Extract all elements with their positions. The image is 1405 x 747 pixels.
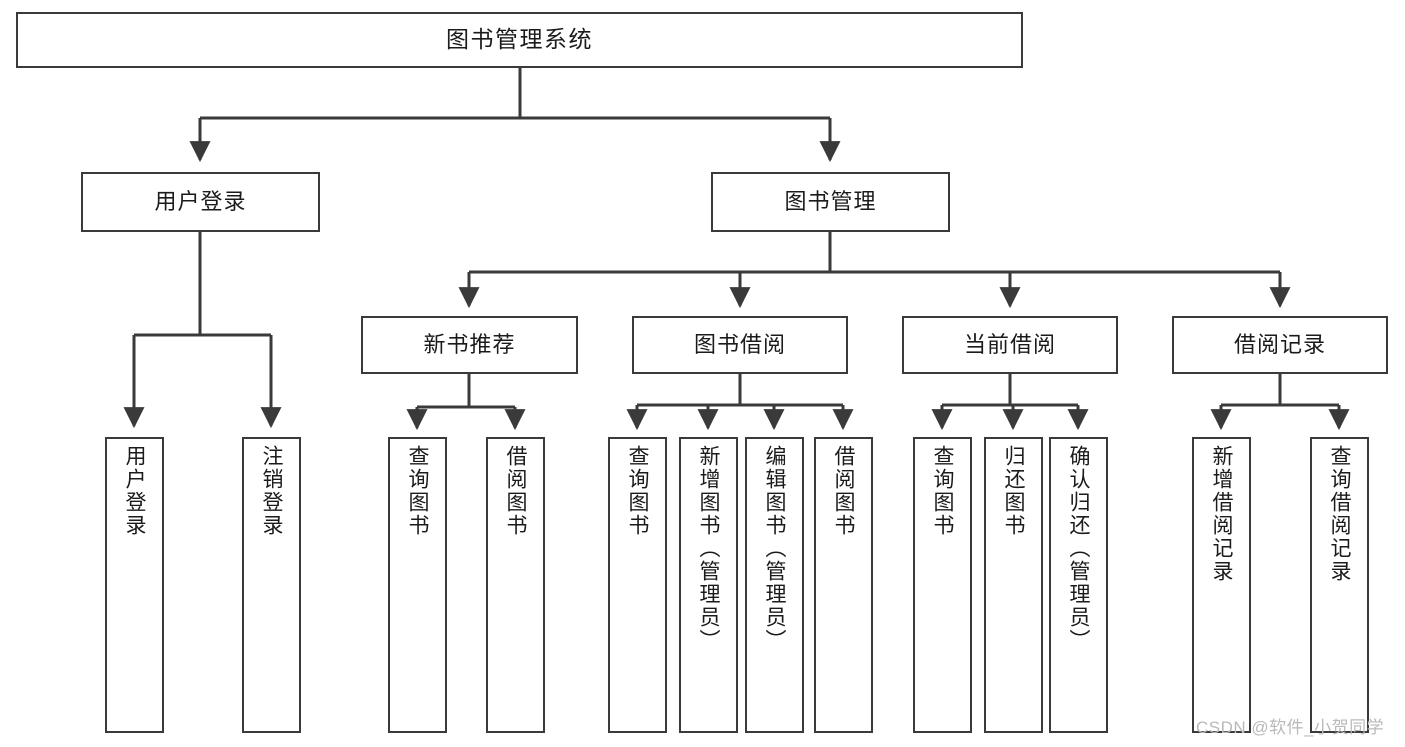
- node-borrow-record[interactable]: 借阅记录: [1172, 316, 1388, 374]
- node-root[interactable]: 图书管理系统: [16, 12, 1023, 68]
- leaf-add-borrow-record[interactable]: 新增借阅记录: [1192, 437, 1251, 733]
- node-book-manage-label: 图书管理: [784, 189, 877, 215]
- leaf-edit-book-admin-label: 编辑图书（管理员）: [763, 445, 786, 652]
- leaf-borrow-book-borrow[interactable]: 借阅图书: [814, 437, 873, 733]
- leaf-query-borrow-record[interactable]: 查询借阅记录: [1310, 437, 1369, 733]
- leaf-logout[interactable]: 注销登录: [242, 437, 301, 733]
- leaf-add-book-admin-label: 新增图书（管理员）: [697, 445, 720, 652]
- leaf-query-borrow-record-label: 查询借阅记录: [1328, 445, 1351, 583]
- leaf-query-book-borrow[interactable]: 查询图书: [608, 437, 667, 733]
- leaf-query-book-borrow-label: 查询图书: [626, 445, 649, 537]
- leaf-return-book[interactable]: 归还图书: [984, 437, 1043, 733]
- leaf-query-book-new-book[interactable]: 查询图书: [388, 437, 447, 733]
- leaf-edit-book-admin[interactable]: 编辑图书（管理员）: [745, 437, 804, 733]
- node-new-book-recommend-label: 新书推荐: [423, 332, 516, 358]
- node-current-borrow-label: 当前借阅: [963, 332, 1056, 358]
- leaf-return-book-label: 归还图书: [1002, 445, 1025, 537]
- leaf-borrow-book-borrow-label: 借阅图书: [832, 445, 855, 537]
- node-root-label: 图书管理系统: [446, 26, 593, 53]
- csdn-watermark: CSDN @软件_小贺同学: [1196, 718, 1385, 737]
- leaf-query-book-current[interactable]: 查询图书: [913, 437, 972, 733]
- leaf-query-book-new-book-label: 查询图书: [406, 445, 429, 537]
- leaf-add-borrow-record-label: 新增借阅记录: [1210, 445, 1233, 583]
- node-book-borrow[interactable]: 图书借阅: [632, 316, 848, 374]
- leaf-user-login[interactable]: 用户登录: [105, 437, 164, 733]
- node-borrow-record-label: 借阅记录: [1233, 332, 1326, 358]
- leaf-user-login-label: 用户登录: [123, 445, 146, 537]
- node-user-login[interactable]: 用户登录: [81, 172, 320, 232]
- leaf-borrow-book-new-book[interactable]: 借阅图书: [486, 437, 545, 733]
- leaf-add-book-admin[interactable]: 新增图书（管理员）: [679, 437, 738, 733]
- leaf-confirm-return-admin-label: 确认归还（管理员）: [1067, 445, 1090, 652]
- node-new-book-recommend[interactable]: 新书推荐: [361, 316, 578, 374]
- node-user-login-label: 用户登录: [154, 189, 247, 215]
- node-book-manage[interactable]: 图书管理: [711, 172, 950, 232]
- leaf-borrow-book-new-book-label: 借阅图书: [504, 445, 527, 537]
- node-book-borrow-label: 图书借阅: [693, 332, 786, 358]
- leaf-confirm-return-admin[interactable]: 确认归还（管理员）: [1049, 437, 1108, 733]
- leaf-logout-label: 注销登录: [260, 445, 283, 537]
- leaf-query-book-current-label: 查询图书: [931, 445, 954, 537]
- node-current-borrow[interactable]: 当前借阅: [902, 316, 1118, 374]
